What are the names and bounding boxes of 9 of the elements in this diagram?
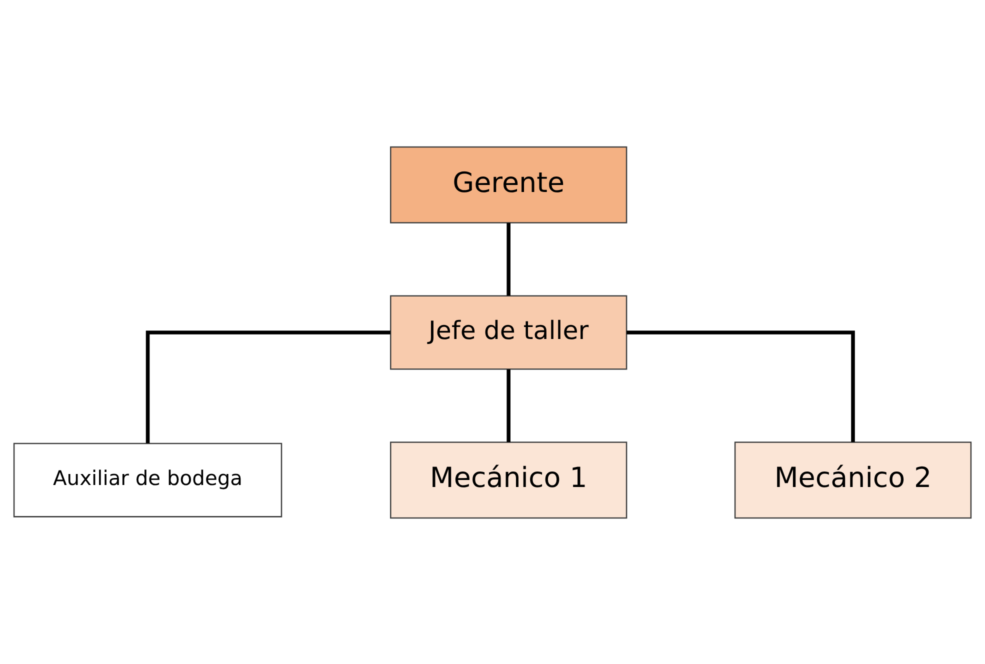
node-box: Gerente [390, 146, 628, 223]
node-box: Jefe de taller [390, 294, 628, 370]
node-box: Auxiliar de bodega [13, 442, 282, 517]
connector [506, 222, 510, 296]
node-box: Mecánico 2 [734, 441, 972, 518]
connector [506, 368, 510, 442]
node-box: Mecánico 1 [390, 441, 628, 518]
connector [146, 330, 390, 443]
connector [626, 330, 855, 442]
